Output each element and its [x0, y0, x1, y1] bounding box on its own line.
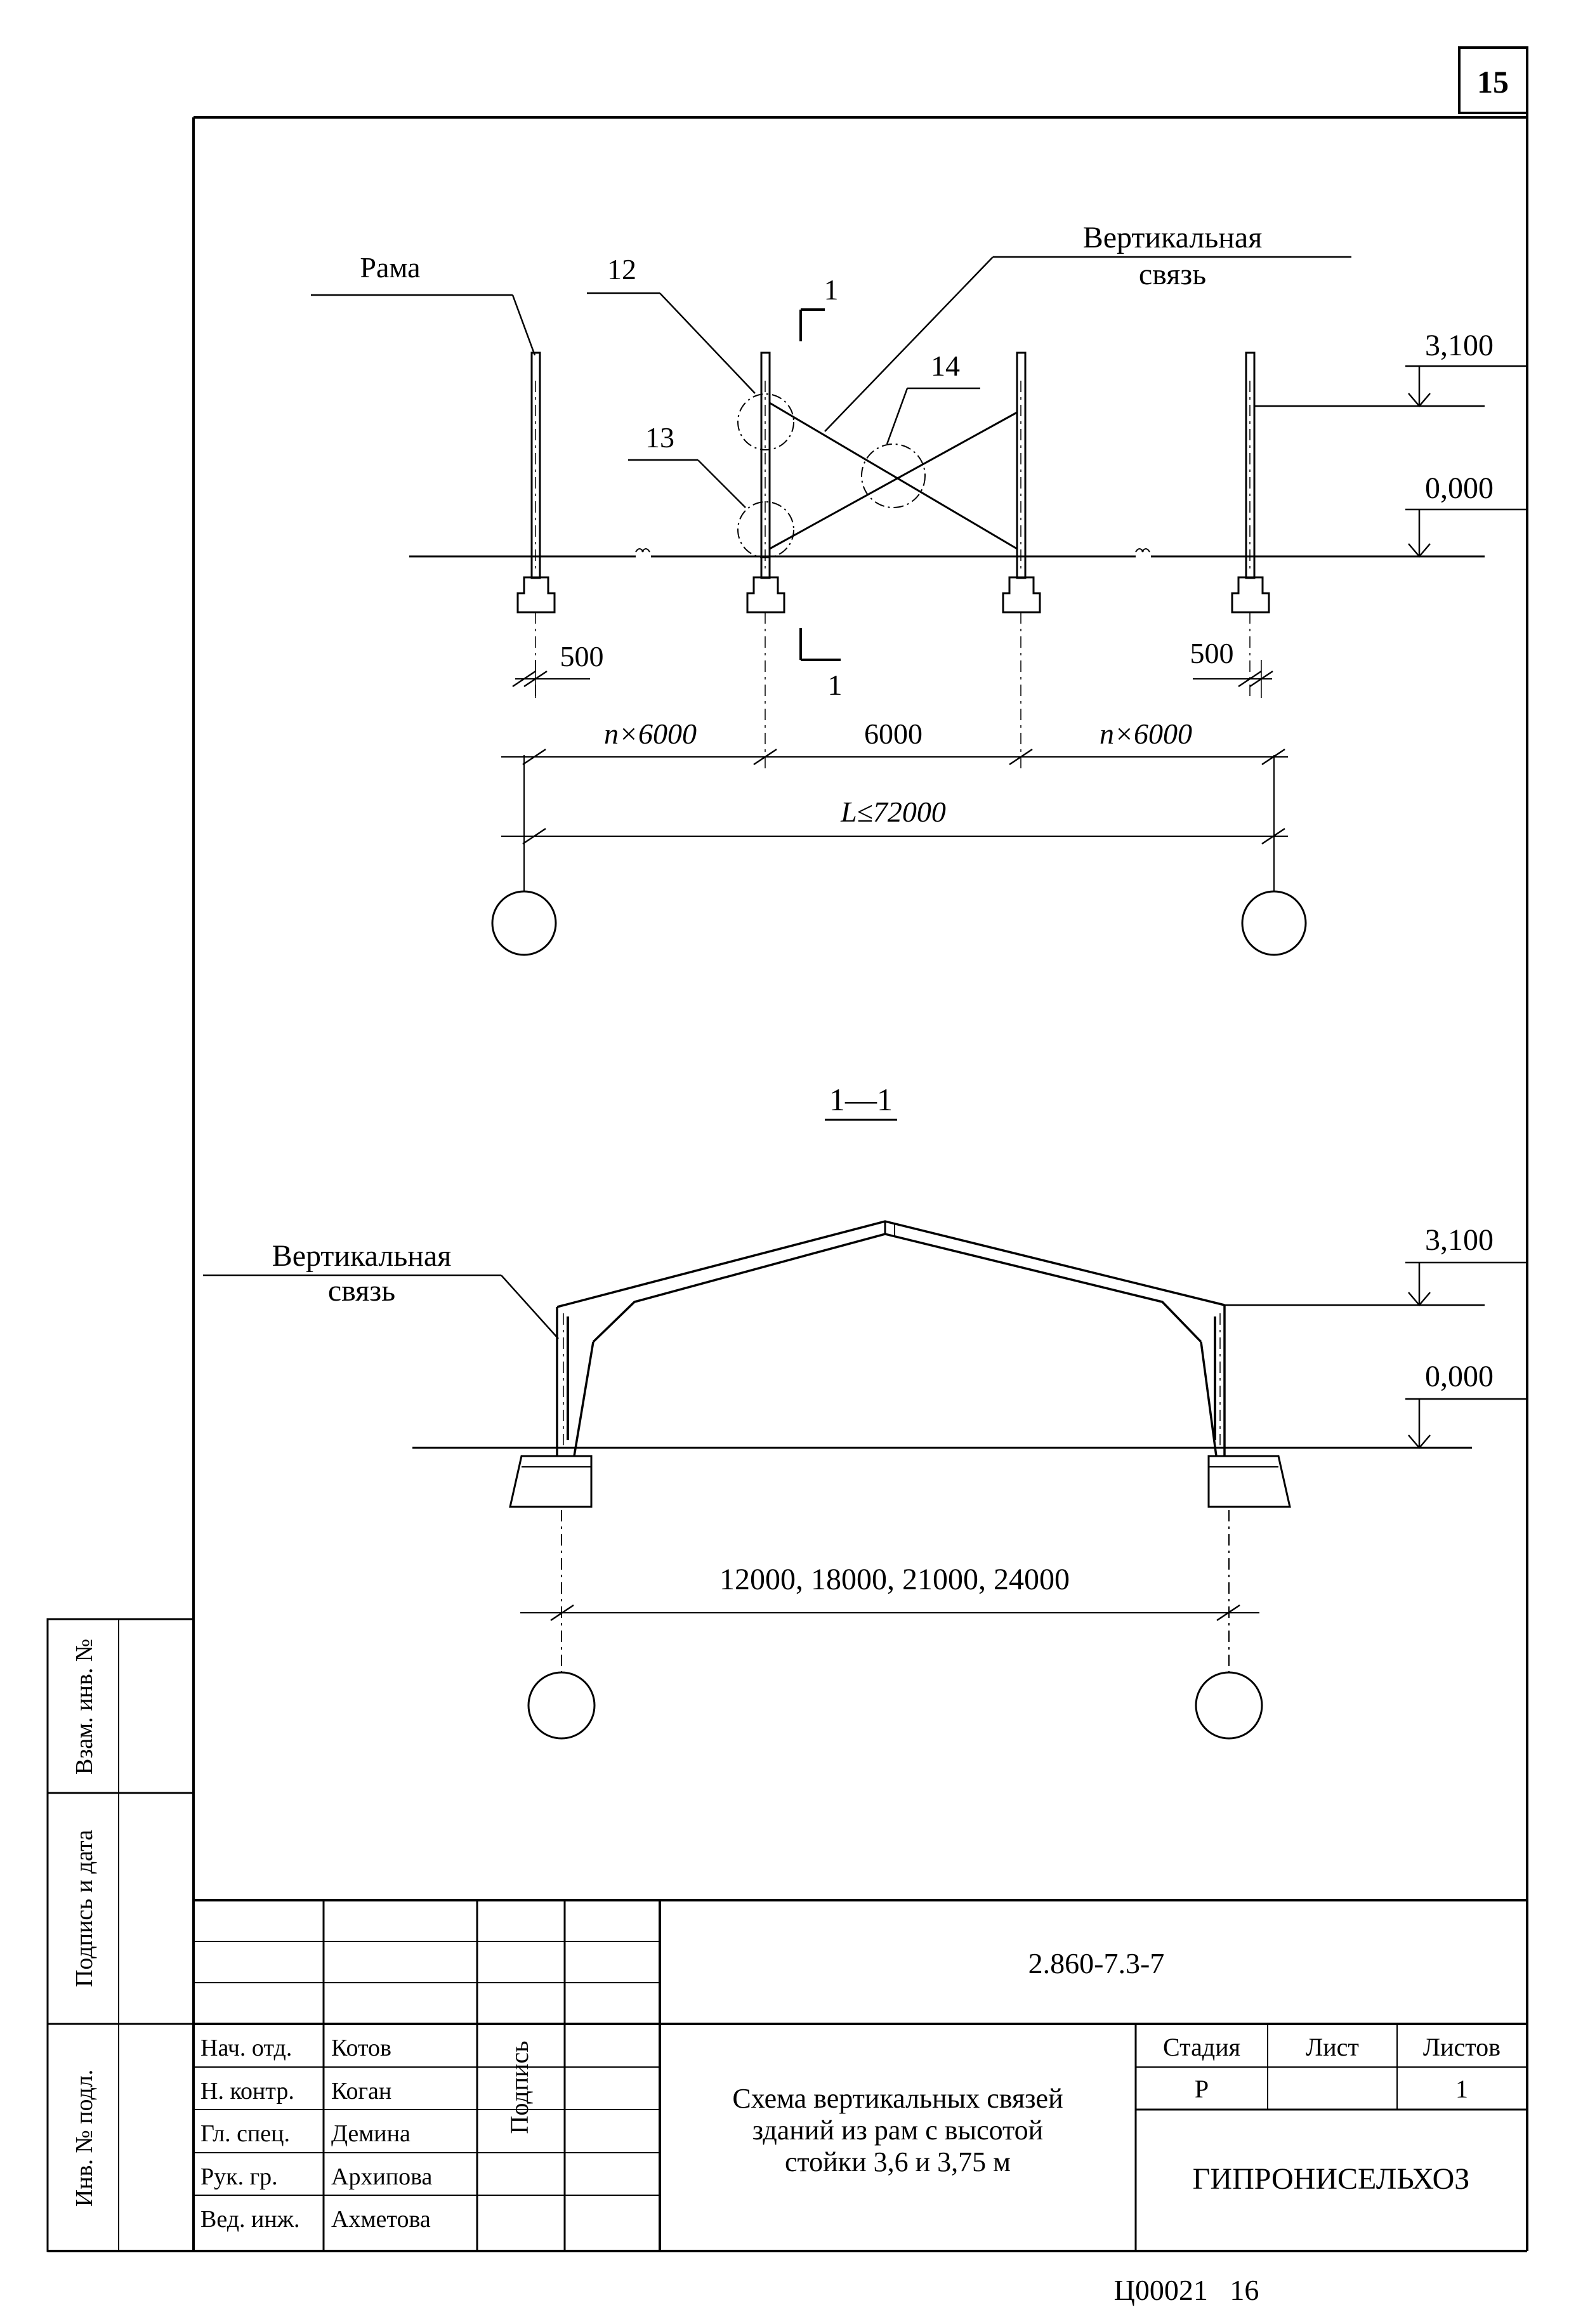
plan-dim-chain: n×6000 6000 n×6000	[501, 718, 1288, 766]
sheets-header: Листов	[1423, 2033, 1500, 2061]
plan-view: Рама 12 13 14 Вертикальная связь	[311, 221, 1526, 956]
plan-elevation-zero: 0,000	[1405, 471, 1526, 558]
sheet-header: Лист	[1306, 2033, 1359, 2061]
name-2: Коган	[331, 2078, 391, 2104]
plan-elevation-top-label: 3,100	[1425, 329, 1494, 362]
plan-section-mark-bottom: 1	[828, 669, 843, 701]
plan-dim-total-label: L≤72000	[840, 796, 946, 828]
section-title: 1—1	[825, 1082, 897, 1121]
section-frame	[556, 1220, 1226, 1457]
plan-axis-bubble-right	[1241, 890, 1307, 956]
stage-value: Р	[1195, 2075, 1209, 2103]
role-4: Рук. гр.	[200, 2163, 278, 2190]
sheet-number: 15	[1477, 64, 1509, 100]
plan-callout-14: 14	[886, 350, 980, 445]
plan-callout-13: 13	[628, 421, 746, 508]
role-2: Н. контр.	[200, 2078, 294, 2104]
footer-code: Ц00021 16	[1114, 2274, 1259, 2306]
document-code: 2.860-7.3-7	[1028, 1947, 1165, 1979]
section-axis-bubble-right	[1195, 1671, 1263, 1740]
plan-elevation-top: 3,100	[1254, 329, 1526, 407]
plan-column-3	[1002, 351, 1041, 771]
section-vertical-brace-label-1: Вертикальная	[272, 1239, 452, 1273]
sheet-number-box: 15	[1458, 46, 1528, 114]
section-elevation-top: 3,100	[1225, 1223, 1526, 1306]
plan-frame-leader: Рама	[311, 251, 536, 356]
plan-vertical-brace-leader: Вертикальная связь	[824, 221, 1351, 432]
plan-dim-span-middle-label: 6000	[864, 718, 923, 750]
organization: ГИПРОНИСЕЛЬХОЗ	[1193, 2162, 1470, 2196]
section-elevation-top-label: 3,100	[1425, 1223, 1494, 1257]
signature-header: Подпись	[505, 2041, 534, 2134]
section-elevation-zero: 0,000	[1405, 1360, 1526, 1449]
plan-frame-label: Рама	[360, 251, 420, 284]
section-foundation-right	[1207, 1455, 1291, 1508]
plan-section-cut-bottom: 1	[799, 628, 843, 701]
section-axis-right	[1195, 1510, 1263, 1740]
name-4: Архипова	[331, 2163, 433, 2190]
plan-dim-offset-right-label: 500	[1190, 637, 1234, 669]
title-block: 2.860-7.3-7 Нач. отд. Котов Н. контр. Ко…	[194, 1899, 1527, 2251]
name-3: Демина	[331, 2120, 410, 2147]
plan-cross-bracing	[769, 402, 1018, 550]
plan-elevation-zero-label: 0,000	[1425, 471, 1494, 505]
drawing-title-line-1: Схема вертикальных связей	[732, 2083, 1063, 2114]
side-stamp-signature-date: Подпись и дата	[71, 1830, 98, 1987]
plan-column-2	[746, 351, 785, 771]
plan-dim-offset-left: 500	[512, 640, 604, 698]
name-5: Ахметова	[331, 2206, 431, 2233]
name-1: Котов	[331, 2035, 391, 2061]
plan-node-circle-14	[861, 443, 926, 508]
plan-section-cut-top: 1	[799, 273, 839, 341]
section-vertical-brace-leader: Вертикальная связь	[203, 1239, 559, 1339]
plan-axis-left	[491, 755, 557, 956]
stage-header: Стадия	[1163, 2033, 1240, 2061]
plan-callout-12-label: 12	[607, 253, 636, 286]
section-foundation-left	[509, 1455, 593, 1508]
plan-axis-bubble-left	[491, 890, 557, 956]
plan-node-circle-12	[737, 393, 794, 450]
plan-section-mark-top: 1	[824, 273, 839, 306]
section-axis-bubble-left	[527, 1671, 596, 1740]
plan-dim-offset-right: 500	[1190, 637, 1273, 698]
section-view: 1—1	[203, 1082, 1526, 1740]
plan-column-4	[1231, 351, 1270, 698]
plan-axis-right	[1241, 755, 1307, 956]
section-title-label: 1—1	[829, 1082, 893, 1117]
plan-dim-total: L≤72000	[501, 796, 1288, 845]
plan-ground-line	[409, 548, 1485, 558]
plan-callout-14-label: 14	[931, 350, 960, 382]
section-dim-span: 12000, 18000, 21000, 24000	[520, 1563, 1259, 1622]
plan-dim-offset-left-label: 500	[560, 640, 604, 673]
plan-vertical-brace-label-2: связь	[1139, 258, 1206, 291]
sheets-value: 1	[1455, 2075, 1468, 2103]
section-elevation-zero-label: 0,000	[1425, 1360, 1494, 1393]
plan-callout-12: 12	[587, 253, 756, 394]
drawing-frame	[48, 113, 1528, 2252]
side-stamp-original-inventory: Инв. № подл.	[71, 2070, 98, 2207]
plan-vertical-brace-label-1: Вертикальная	[1083, 221, 1263, 254]
drawing-title-line-2: зданий из рам с высотой	[752, 2115, 1043, 2146]
section-dim-span-label: 12000, 18000, 21000, 24000	[719, 1563, 1070, 1596]
plan-callout-13-label: 13	[645, 421, 674, 454]
section-vertical-brace-label-2: связь	[328, 1274, 395, 1308]
plan-node-circle-13	[737, 501, 794, 558]
section-axis-left	[527, 1510, 596, 1740]
side-stamp: Взам. инв. № Подпись и дата Инв. № подл.	[46, 1618, 195, 2252]
role-5: Вед. инж.	[200, 2206, 299, 2233]
drawing-title-line-3: стойки 3,6 и 3,75 м	[785, 2146, 1011, 2177]
role-1: Нач. отд.	[200, 2035, 292, 2061]
plan-column-1	[516, 351, 556, 698]
role-3: Гл. спец.	[200, 2120, 290, 2147]
plan-dim-span-right-label: n×6000	[1100, 718, 1192, 750]
plan-dim-span-left-label: n×6000	[604, 718, 697, 750]
side-stamp-replaced-inventory: Взам. инв. №	[71, 1639, 98, 1775]
